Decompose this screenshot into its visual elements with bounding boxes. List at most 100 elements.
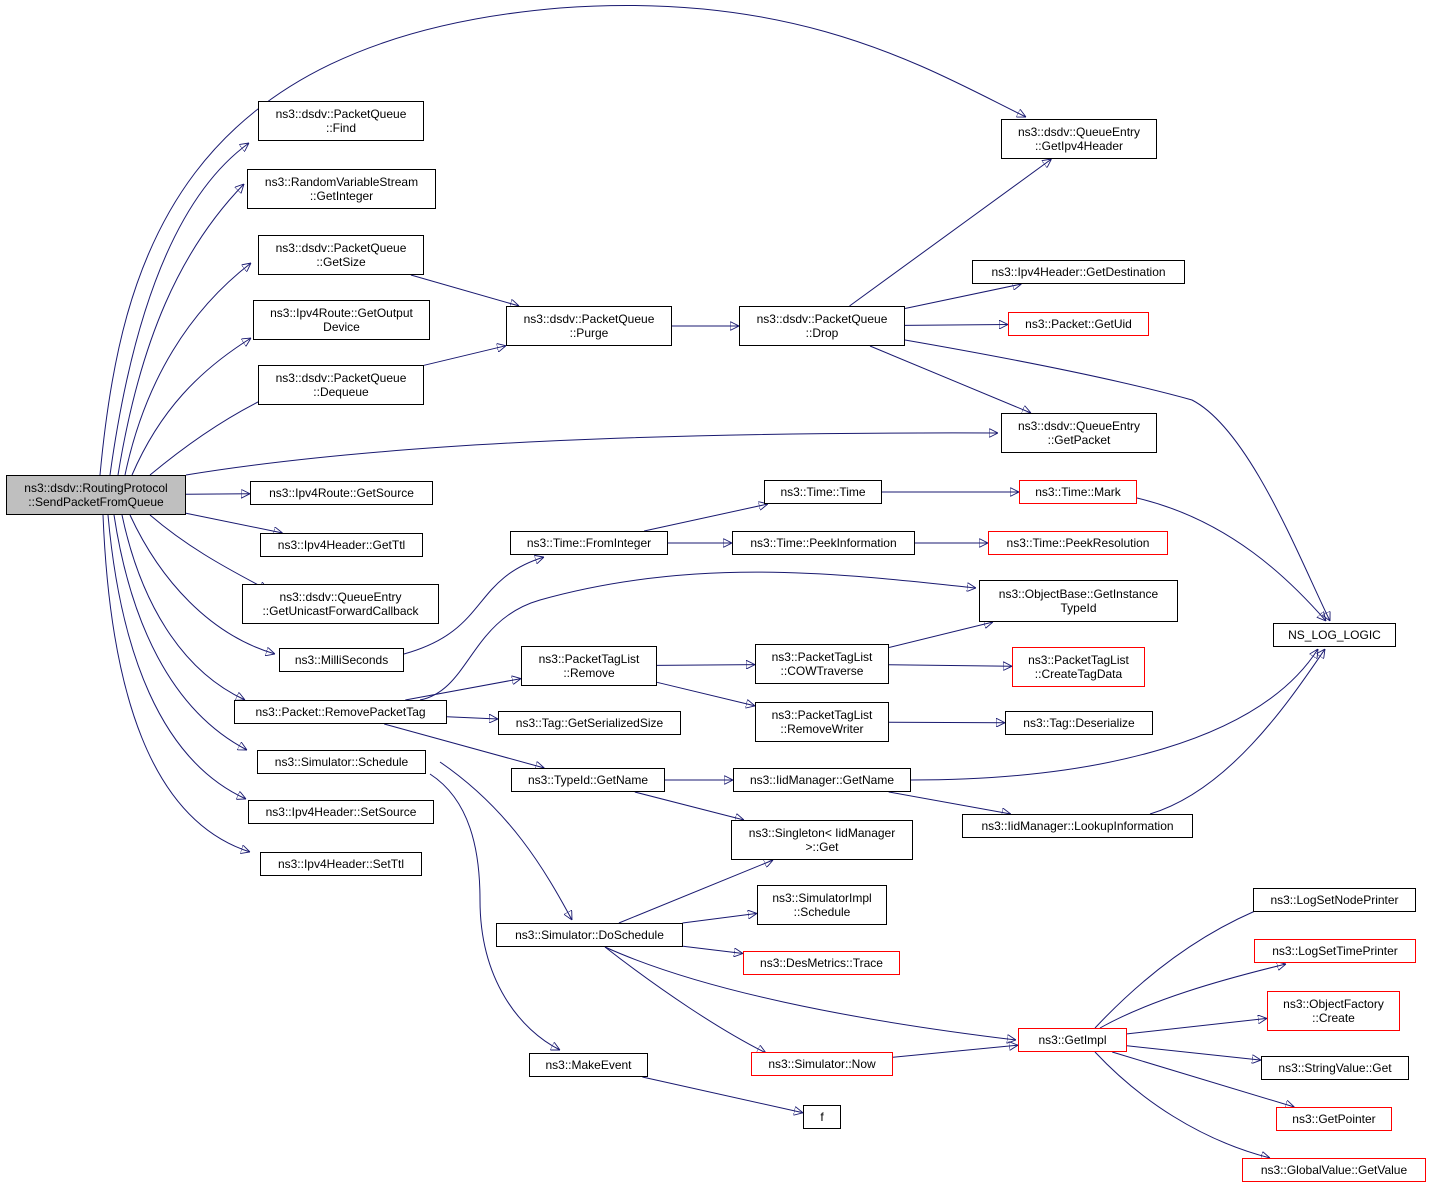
- node-fromint[interactable]: ns3::Time::FromInteger: [510, 531, 668, 555]
- edge-removepackettag-to-ptlremove: [405, 679, 521, 700]
- node-lognode[interactable]: ns3::LogSetNodePrinter: [1253, 888, 1416, 912]
- node-label: ::Find: [326, 121, 356, 135]
- node-label: ns3::PacketTagList: [772, 650, 873, 664]
- edge-ptlremove-to-removewriter: [657, 682, 755, 706]
- node-label: ns3::IidManager::GetName: [750, 773, 894, 787]
- edge-typeidname-to-singleton: [635, 792, 744, 820]
- node-ptlremove[interactable]: ns3::PacketTagList::Remove: [521, 646, 657, 686]
- edge-cowtraverse-to-getinstance: [889, 622, 993, 648]
- node-label: ns3::dsdv::RoutingProtocol: [24, 481, 167, 495]
- edge-removepackettag-to-tagser: [447, 717, 498, 719]
- node-getttl[interactable]: ns3::Ipv4Header::GetTtl: [260, 533, 423, 557]
- node-cowtraverse[interactable]: ns3::PacketTagList::COWTraverse: [755, 644, 889, 684]
- node-label: ns3::PacketTagList: [1028, 653, 1129, 667]
- node-setttl[interactable]: ns3::Ipv4Header::SetTtl: [260, 852, 422, 876]
- node-label: ::GetPacket: [1048, 433, 1111, 447]
- node-label: ::SendPacketFromQueue: [28, 495, 163, 509]
- node-nslog[interactable]: NS_LOG_LOGIC: [1273, 623, 1396, 647]
- node-doschedule[interactable]: ns3::Simulator::DoSchedule: [496, 923, 683, 947]
- edge-doschedule-to-singleton: [619, 860, 773, 923]
- node-dequeue[interactable]: ns3::dsdv::PacketQueue::Dequeue: [258, 365, 424, 405]
- node-desmetrics[interactable]: ns3::DesMetrics::Trace: [743, 951, 900, 975]
- node-schedule[interactable]: ns3::Simulator::Schedule: [257, 750, 426, 774]
- node-getsize[interactable]: ns3::dsdv::PacketQueue::GetSize: [258, 235, 424, 275]
- edge-root-to-getsource: [186, 494, 250, 495]
- node-lookupinfo[interactable]: ns3::IidManager::LookupInformation: [962, 814, 1193, 838]
- node-label: >::Get: [805, 840, 838, 854]
- node-label: Device: [323, 320, 360, 334]
- edge-dequeue-to-purge: [424, 346, 506, 366]
- node-typeidname[interactable]: ns3::TypeId::GetName: [511, 768, 665, 792]
- node-getdestination[interactable]: ns3::Ipv4Header::GetDestination: [972, 260, 1185, 284]
- edge-root-to-getoutputdevice: [132, 338, 251, 475]
- node-getipv4header[interactable]: ns3::dsdv::QueueEntry::GetIpv4Header: [1001, 119, 1157, 159]
- node-label: ns3::Tag::GetSerializedSize: [516, 716, 663, 730]
- node-label: ns3::dsdv::PacketQueue: [276, 107, 407, 121]
- node-getimpl[interactable]: ns3::GetImpl: [1018, 1028, 1127, 1052]
- node-getunicast[interactable]: ns3::dsdv::QueueEntry::GetUnicastForward…: [242, 584, 439, 624]
- node-find[interactable]: ns3::dsdv::PacketQueue::Find: [258, 101, 424, 141]
- node-singleton[interactable]: ns3::Singleton< IidManager>::Get: [731, 820, 913, 860]
- node-stringvalue[interactable]: ns3::StringValue::Get: [1261, 1056, 1409, 1080]
- node-label: ns3::ObjectFactory: [1283, 997, 1384, 1011]
- node-label: ::GetSize: [316, 255, 365, 269]
- node-label: ns3::GlobalValue::GetValue: [1261, 1163, 1407, 1177]
- node-getpacket[interactable]: ns3::dsdv::QueueEntry::GetPacket: [1001, 413, 1157, 453]
- node-getpointer[interactable]: ns3::GetPointer: [1276, 1107, 1392, 1131]
- node-globalvalue[interactable]: ns3::GlobalValue::GetValue: [1242, 1158, 1426, 1182]
- node-label: ns3::PacketTagList: [539, 652, 640, 666]
- edge-drop-to-getpacket: [870, 346, 1031, 413]
- node-timetime[interactable]: ns3::Time::Time: [764, 480, 882, 504]
- node-milliseconds[interactable]: ns3::MilliSeconds: [279, 648, 404, 672]
- node-simnow[interactable]: ns3::Simulator::Now: [751, 1052, 893, 1076]
- node-label: ns3::Time::Time: [780, 485, 865, 499]
- node-getuid[interactable]: ns3::Packet::GetUid: [1008, 312, 1149, 336]
- node-getinteger[interactable]: ns3::RandomVariableStream::GetInteger: [247, 169, 436, 209]
- edge-doschedule-to-desmetrics: [683, 946, 743, 953]
- node-label: ns3::MakeEvent: [545, 1058, 631, 1072]
- node-removewriter[interactable]: ns3::PacketTagList::RemoveWriter: [755, 702, 889, 742]
- node-peekres[interactable]: ns3::Time::PeekResolution: [988, 531, 1168, 555]
- node-purge[interactable]: ns3::dsdv::PacketQueue::Purge: [506, 306, 672, 346]
- node-label: ns3::Time::PeekResolution: [1007, 536, 1150, 550]
- node-timemark[interactable]: ns3::Time::Mark: [1019, 480, 1137, 504]
- edge-root-to-setttl: [103, 515, 250, 852]
- node-label: ns3::dsdv::QueueEntry: [1018, 419, 1140, 433]
- node-label: ns3::Time::PeekInformation: [750, 536, 896, 550]
- node-label: ns3::LogSetNodePrinter: [1270, 893, 1398, 907]
- node-label: ::COWTraverse: [781, 664, 864, 678]
- edge-drop-to-getuid: [905, 325, 1008, 326]
- node-removepackettag[interactable]: ns3::Packet::RemovePacketTag: [234, 700, 447, 724]
- node-label: ns3::TypeId::GetName: [528, 773, 648, 787]
- node-iidgetname[interactable]: ns3::IidManager::GetName: [733, 768, 911, 792]
- edge-drop-to-getdestination: [905, 284, 1022, 309]
- node-label: ::Dequeue: [313, 385, 368, 399]
- node-label: ::RemoveWriter: [780, 722, 863, 736]
- edge-makeevent-to-f: [642, 1077, 803, 1113]
- node-tagser[interactable]: ns3::Tag::GetSerializedSize: [498, 711, 681, 735]
- node-logtime[interactable]: ns3::LogSetTimePrinter: [1254, 939, 1416, 963]
- node-label: ns3::dsdv::PacketQueue: [276, 241, 407, 255]
- edge-doschedule-to-simimplsched: [683, 913, 758, 923]
- node-label: ::Purge: [570, 326, 609, 340]
- node-objfactory[interactable]: ns3::ObjectFactory::Create: [1267, 991, 1400, 1031]
- node-makeevent[interactable]: ns3::MakeEvent: [529, 1053, 648, 1077]
- node-label: ns3::GetPointer: [1292, 1112, 1375, 1126]
- node-setsource[interactable]: ns3::Ipv4Header::SetSource: [248, 800, 434, 824]
- node-label: ::GetUnicastForwardCallback: [262, 604, 418, 618]
- node-simimplsched[interactable]: ns3::SimulatorImpl::Schedule: [757, 885, 887, 925]
- node-label: ns3::DesMetrics::Trace: [760, 956, 883, 970]
- node-drop[interactable]: ns3::dsdv::PacketQueue::Drop: [739, 306, 905, 346]
- node-label: ns3::dsdv::PacketQueue: [524, 312, 655, 326]
- node-tagdeser[interactable]: ns3::Tag::Deserialize: [1005, 711, 1153, 735]
- node-label: f: [820, 1110, 823, 1124]
- node-peekinfo[interactable]: ns3::Time::PeekInformation: [732, 531, 915, 555]
- node-label: ns3::PacketTagList: [772, 708, 873, 722]
- node-label: ns3::dsdv::PacketQueue: [757, 312, 888, 326]
- edge-simnow-to-getimpl: [893, 1045, 1018, 1057]
- node-f[interactable]: f: [803, 1105, 841, 1129]
- node-createtagdata[interactable]: ns3::PacketTagList::CreateTagData: [1012, 647, 1145, 687]
- node-getsource[interactable]: ns3::Ipv4Route::GetSource: [250, 481, 433, 505]
